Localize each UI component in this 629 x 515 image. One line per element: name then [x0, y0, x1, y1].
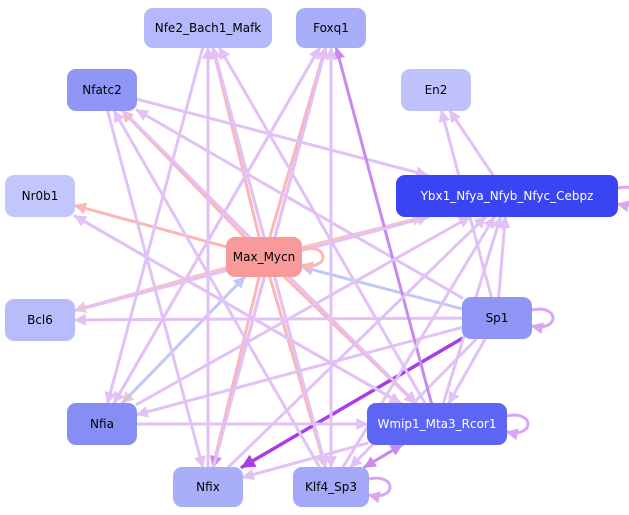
node-ybx1_nfya_nfyb_nfyc_cebpz[interactable]: Ybx1_Nfya_Nfyb_Nfyc_Cebpz — [396, 175, 618, 217]
self-loop-Wmip1_Mta3_Rcor1 — [505, 413, 530, 441]
self-loop-Ybx1_Nfya_Nfyb_Nfyc_Cebpz — [616, 185, 629, 213]
self-loop-Klf4_Sp3 — [367, 476, 392, 504]
node-label: Wmip1_Mta3_Rcor1 — [377, 417, 496, 431]
self-loop-Sp1 — [530, 307, 555, 335]
node-label: Nr0b1 — [22, 189, 59, 203]
edge-Max_Mycn-to-Nr0b1 — [73, 202, 228, 249]
node-box[interactable] — [67, 403, 137, 445]
node-box[interactable] — [296, 8, 366, 48]
edge-Nr0b1-to-Wmip1_Mta3_Rcor1 — [73, 214, 402, 405]
edge-Sp1-to-Ybx1_Nfya_Nfyb_Nfyc_Cebpz — [497, 215, 511, 299]
node-label: Nfatc2 — [82, 83, 122, 97]
node-nfatc2[interactable]: Nfatc2 — [67, 69, 137, 111]
node-label: En2 — [425, 83, 448, 97]
edge-Nfe2_Bach1_Mafk-to-Nfia — [104, 46, 205, 405]
node-label: Foxq1 — [313, 21, 349, 35]
node-label: Sp1 — [486, 311, 509, 325]
node-sp1[interactable]: Sp1 — [462, 297, 532, 339]
node-bcl6[interactable]: Bcl6 — [5, 299, 75, 341]
node-box[interactable] — [293, 467, 369, 507]
edge-Sp1-to-Nfatc2 — [135, 108, 464, 300]
node-box[interactable] — [401, 69, 471, 111]
node-label: Max_Mycn — [233, 250, 295, 264]
node-wmip1_mta3_rcor1[interactable]: Wmip1_Mta3_Rcor1 — [367, 403, 507, 445]
node-box[interactable] — [5, 175, 75, 217]
edge-Wmip1_Mta3_Rcor1-to-Foxq1 — [333, 46, 433, 405]
edge-Klf4_Sp3-to-Nfatc2 — [112, 109, 321, 469]
node-label: Klf4_Sp3 — [305, 480, 357, 494]
edge-Wmip1_Mta3_Rcor1-to-Nfe2_Bach1_Mafk — [218, 46, 427, 405]
self-loops-layer — [300, 185, 629, 504]
edge-Ybx1_Nfya_Nfyb_Nfyc_Cebpz-to-En2 — [448, 109, 495, 177]
node-nfe2_bach1_mafk[interactable]: Nfe2_Bach1_Mafk — [144, 8, 272, 48]
node-box[interactable] — [144, 8, 272, 48]
edge-Klf4_Sp3-to-Wmip1_Mta3_Rcor1 — [363, 443, 404, 469]
self-loop-Max_Mycn — [300, 246, 325, 274]
node-label: Nfix — [196, 480, 220, 494]
node-label: Ybx1_Nfya_Nfyb_Nfyc_Cebpz — [420, 189, 594, 203]
node-label: Bcl6 — [27, 313, 53, 327]
node-box[interactable] — [226, 237, 302, 277]
node-foxq1[interactable]: Foxq1 — [296, 8, 366, 48]
node-en2[interactable]: En2 — [401, 69, 471, 111]
node-box[interactable] — [462, 297, 532, 339]
node-nfia[interactable]: Nfia — [67, 403, 137, 445]
node-box[interactable] — [396, 175, 618, 217]
node-label: Nfia — [90, 417, 114, 431]
edge-Sp1-to-Max_Mycn — [300, 263, 464, 311]
node-nfix[interactable]: Nfix — [173, 467, 243, 507]
node-label: Nfe2_Bach1_Mafk — [155, 21, 262, 35]
edge-Nfia-to-Max_Mycn — [120, 275, 247, 405]
edge-Sp1-to-Wmip1_Mta3_Rcor1 — [447, 337, 487, 405]
edges-layer — [73, 46, 511, 481]
node-nr0b1[interactable]: Nr0b1 — [5, 175, 75, 217]
node-box[interactable] — [67, 69, 137, 111]
node-box[interactable] — [367, 403, 507, 445]
node-box[interactable] — [5, 299, 75, 341]
edge-Wmip1_Mta3_Rcor1-to-Nfix — [241, 441, 369, 481]
node-max_mycn[interactable]: Max_Mycn — [226, 237, 302, 277]
node-box[interactable] — [173, 467, 243, 507]
edge-Nfatc2-to-Nfix — [106, 109, 206, 469]
edge-Nfia-to-Foxq1 — [112, 46, 321, 405]
edge-Sp1-to-Nfix — [240, 336, 464, 469]
node-klf4_sp3[interactable]: Klf4_Sp3 — [293, 467, 369, 507]
edge-Nfia-to-Ybx1_Nfya_Nfyb_Nfyc_Cebpz — [135, 215, 472, 406]
edge-Sp1-to-Bcl6 — [73, 313, 464, 326]
